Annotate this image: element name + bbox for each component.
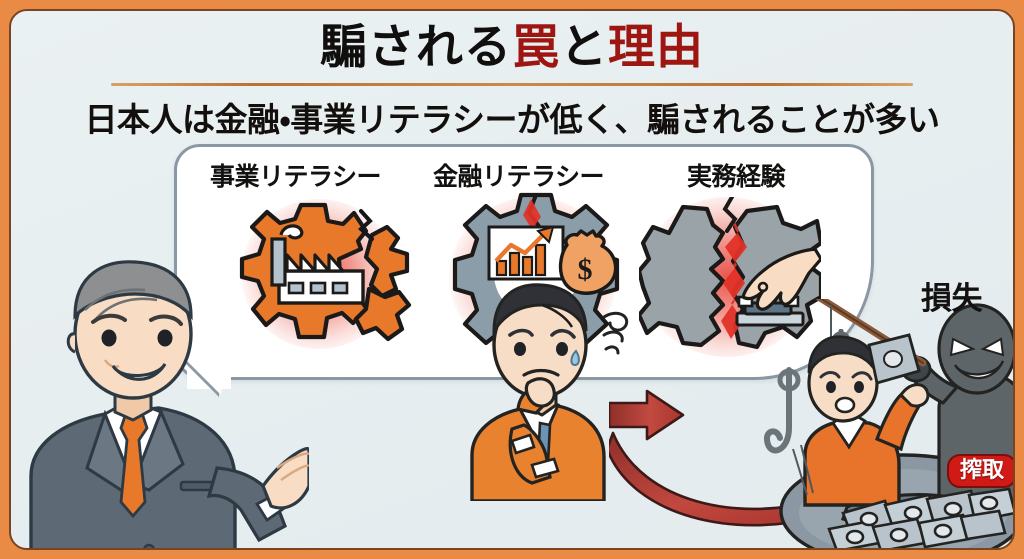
loss-label: 損失: [921, 281, 983, 316]
title-part-2: 罠: [512, 20, 560, 73]
broken-gear-factory-icon: [239, 197, 419, 352]
split-gears-hand-tool-icon: [636, 195, 824, 355]
page-title: 騙される罠と理由: [11, 22, 1013, 71]
title-part-1: 騙される: [320, 20, 512, 73]
scam-scene: [773, 287, 1013, 548]
poster-panel: 騙される罠と理由 日本人は金融・事業リテラシーが低く、騙されることが多い 事業リ…: [9, 9, 1015, 550]
title-divider: [111, 83, 913, 86]
title-part-4: 理由: [608, 20, 704, 73]
worried-young-man: [454, 279, 644, 503]
literacy-label-experience: 実務経験: [687, 163, 786, 191]
literacy-label-business: 事業リテラシー: [210, 163, 382, 191]
page-subtitle: 日本人は金融・事業リテラシーが低く、騙されることが多い: [84, 101, 940, 138]
title-part-3: と: [560, 20, 608, 73]
exploitation-badge: 搾取: [947, 454, 1013, 488]
fishing-hook-icon: [763, 366, 823, 476]
businessman-presenter: [11, 254, 311, 548]
svg-text:$: $: [578, 253, 593, 286]
speech-bubble-tail-patch: [187, 329, 231, 389]
literacy-label-finance: 金融リテラシー: [433, 163, 605, 191]
